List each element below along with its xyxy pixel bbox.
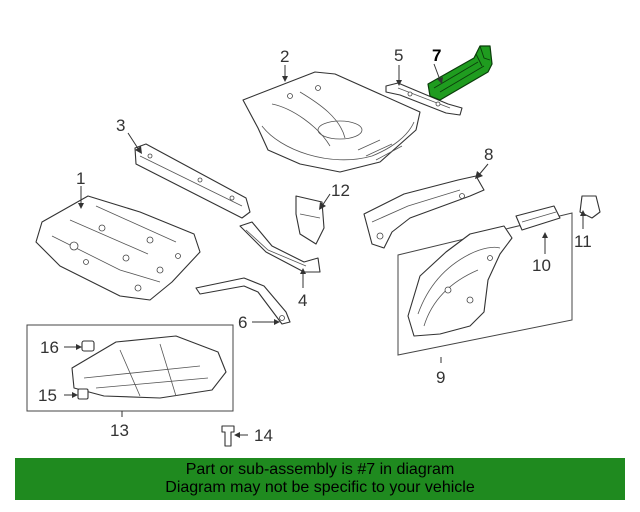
- callout-5: 5: [394, 46, 403, 65]
- parts-diagram: 1 2 3 4 5 6 7 8 9 10 11 12 13 14 15 16: [26, 45, 601, 447]
- part-4-brace[interactable]: [239, 221, 321, 273]
- callout-3: 3: [116, 116, 125, 135]
- callout-8: 8: [484, 145, 493, 164]
- callout-7-highlighted: 7: [432, 46, 441, 65]
- part-12-bracket[interactable]: [295, 195, 325, 245]
- callout-15: 15: [38, 386, 57, 405]
- part-16-clip[interactable]: [81, 340, 95, 352]
- part-5-bracket[interactable]: [385, 82, 463, 116]
- banner-line-2: Diagram may not be specific to your vehi…: [165, 479, 475, 496]
- part-9-side-panel[interactable]: [407, 225, 513, 337]
- callout-10: 10: [532, 256, 551, 275]
- callout-16: 16: [40, 338, 59, 357]
- part-8-side-member[interactable]: [363, 175, 485, 249]
- banner-line-1: Part or sub-assembly is #7 in diagram: [185, 461, 455, 478]
- info-banner: Part or sub-assembly is #7 in diagram Di…: [15, 458, 625, 500]
- callout-6: 6: [238, 313, 247, 332]
- callout-13: 13: [110, 421, 129, 440]
- part-10-reinforcement[interactable]: [515, 205, 561, 231]
- callout-4: 4: [298, 291, 307, 310]
- part-11-bracket[interactable]: [579, 195, 601, 219]
- callout-1: 1: [76, 169, 85, 188]
- leader-lines: [64, 63, 586, 438]
- callout-12: 12: [331, 181, 350, 200]
- part-6-rod[interactable]: [195, 277, 291, 325]
- part-7-highlighted[interactable]: [427, 45, 493, 101]
- callout-14: 14: [254, 426, 273, 445]
- part-15-bolt[interactable]: [77, 388, 89, 400]
- part-3-cross-member[interactable]: [134, 143, 251, 219]
- part-14-bolt[interactable]: [221, 425, 235, 447]
- part-1-floor-panel[interactable]: [35, 195, 201, 301]
- callout-9: 9: [436, 368, 445, 387]
- part-13-under-cover[interactable]: [71, 335, 227, 399]
- part-2-rear-floor-pan[interactable]: [242, 71, 421, 173]
- part-9-group-box: [397, 212, 573, 356]
- callout-11: 11: [574, 232, 592, 251]
- callout-2: 2: [280, 47, 289, 66]
- part-13-group-box: [26, 324, 234, 412]
